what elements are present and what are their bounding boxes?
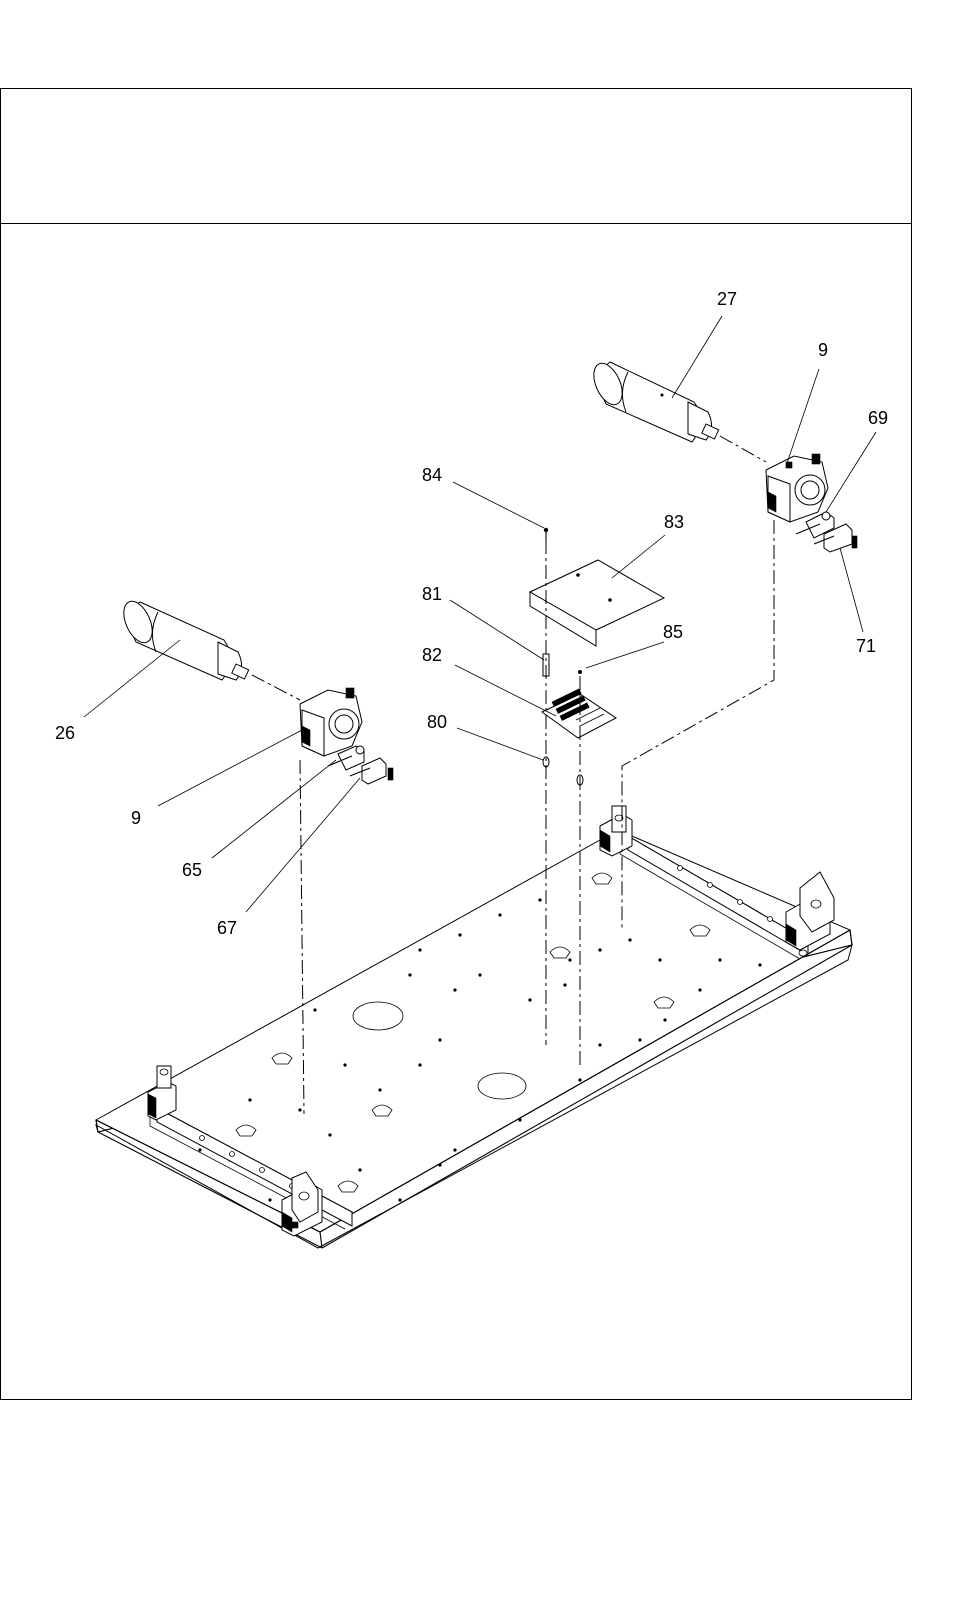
cover-83 [530, 560, 664, 646]
callout-26: 26 [55, 723, 75, 743]
screw-84 [544, 528, 548, 540]
rear-left-bracket [600, 806, 632, 856]
gearbox-9-lower [300, 688, 362, 756]
callout-81: 81 [422, 584, 442, 604]
motor-27 [588, 359, 719, 442]
nut-80 [543, 757, 583, 785]
gearbox-9-upper [766, 454, 828, 522]
leader-lines [84, 316, 876, 912]
callout-71: 71 [856, 636, 876, 656]
callout-80: 80 [427, 712, 447, 732]
front-left-bracket [148, 1066, 176, 1120]
motor-26 [118, 597, 249, 680]
callout-82: 82 [422, 645, 442, 665]
clamp-65-67 [328, 746, 393, 784]
callout-85: 85 [663, 622, 683, 642]
callout-27: 27 [717, 289, 737, 309]
callout-9: 9 [131, 808, 141, 828]
screw-85 [578, 670, 582, 674]
callout-84: 84 [422, 465, 442, 485]
callout-9: 9 [818, 340, 828, 360]
base-plate [96, 830, 852, 1248]
callout-67: 67 [217, 918, 237, 938]
callout-65: 65 [182, 860, 202, 880]
plate-82 [542, 689, 616, 738]
clamp-69-71 [796, 512, 857, 552]
callout-69: 69 [868, 408, 888, 428]
callout-83: 83 [664, 512, 684, 532]
